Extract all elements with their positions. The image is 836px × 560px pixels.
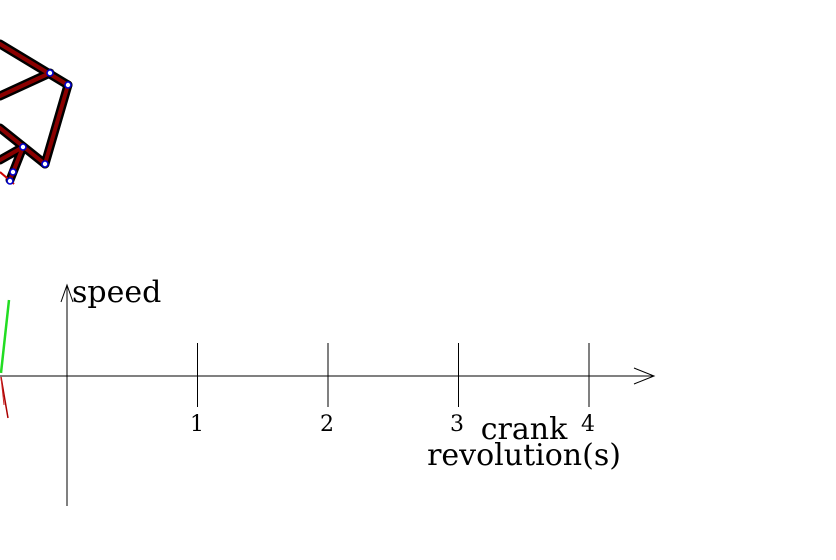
speed-traces	[0, 299, 11, 419]
axes	[0, 283, 656, 506]
x-tick-marks	[197, 343, 590, 407]
x-tick-label-3: 3	[450, 412, 464, 437]
y-axis-arrowhead	[60, 283, 74, 303]
linkage-mechanism	[0, 39, 73, 185]
speed-trace-green	[0, 299, 11, 374]
x-axis-title-line2: revolution(s)	[427, 438, 621, 473]
x-axis-arrowhead	[633, 367, 656, 385]
linkage-joints	[6, 69, 72, 185]
y-axis-title: speed	[72, 275, 161, 310]
x-tick-label-1: 1	[190, 412, 204, 437]
x-tick-labels: 1 2 3 4	[190, 412, 595, 437]
linkage-bar-fills	[0, 42, 70, 182]
x-axis-title-line1: crank	[481, 412, 568, 447]
speed-trace-red-2	[0, 376, 5, 406]
x-tick-label-2: 2	[320, 412, 334, 437]
x-tick-label-4: 4	[581, 412, 595, 437]
